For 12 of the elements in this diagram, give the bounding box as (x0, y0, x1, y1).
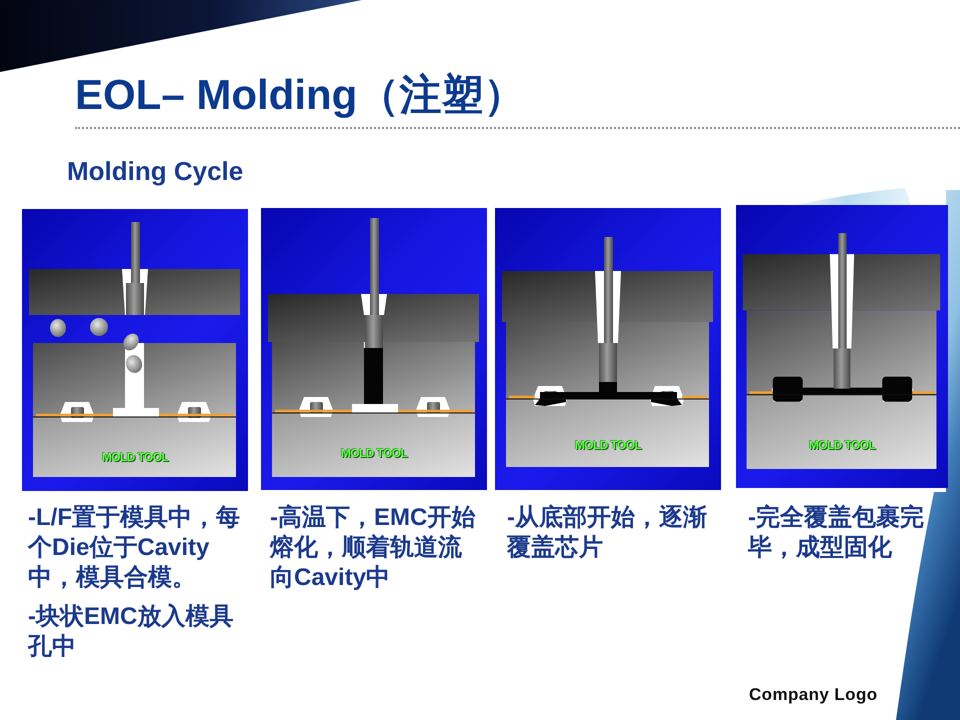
mold-tool-label: MOLD TOOL (808, 438, 876, 452)
step-caption: -高温下，EMC开始熔化，顺着轨道流向Cavity中 (270, 503, 476, 593)
section-heading: Molding Cycle (67, 156, 244, 186)
mold-tool-label: MOLD TOOL (574, 438, 642, 452)
footer-text: Company Logo (749, 684, 878, 706)
step-caption: -完全覆盖包裹完毕，成型固化 (748, 503, 925, 563)
slide-title: EOL– Molding（注塑） (75, 70, 526, 120)
step-caption: -块状EMC放入模具孔中 (28, 602, 234, 662)
mold-tool-label: MOLD TOOL (340, 446, 408, 460)
mold-tool-label: MOLD TOOL (102, 450, 168, 464)
step-caption: -从底部开始，逐渐覆盖芯片 (507, 503, 708, 563)
step-caption: -L/F置于模具中，每个Die位于Cavity中，模具合模。 (28, 503, 241, 593)
